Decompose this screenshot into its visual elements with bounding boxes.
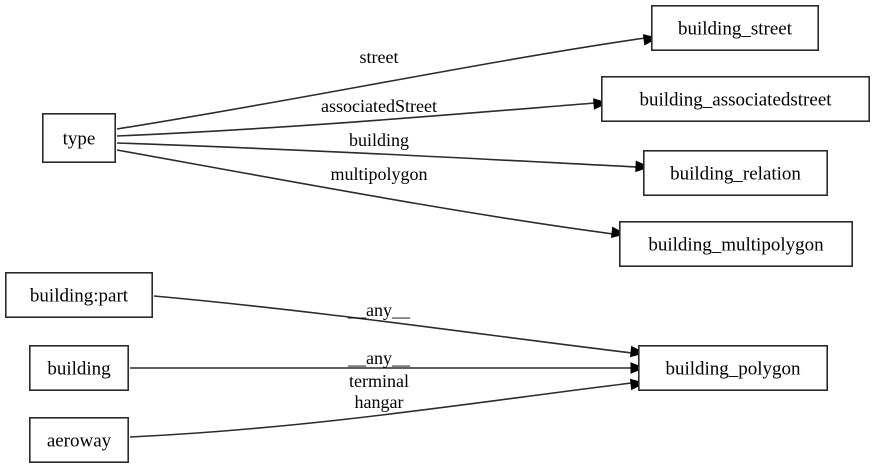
node-box[interactable] [28, 416, 130, 463]
node-box[interactable] [642, 150, 828, 197]
graph-edge [116, 149, 627, 239]
edge-label: street [360, 47, 399, 67]
graph-node-building_polygon[interactable]: building_polygon [637, 344, 828, 391]
graph-node-aeroway[interactable]: aeroway [28, 416, 130, 463]
node-box[interactable] [637, 344, 828, 391]
edge-line [129, 382, 633, 438]
graph-node-building[interactable]: building [28, 344, 130, 391]
edge-label: __any__ [347, 300, 411, 320]
graph-edge [130, 362, 646, 374]
edge-line [116, 37, 646, 130]
node-label: building_street [678, 19, 793, 40]
graph-edge [153, 295, 646, 358]
graph-node-building_part[interactable]: building:part [5, 271, 153, 318]
edge-label: building [349, 130, 409, 150]
node-box[interactable] [600, 76, 870, 123]
edge-label: terminal [349, 371, 409, 391]
graph-node-building_street[interactable]: building_street [650, 5, 819, 52]
edge-arrowhead [629, 345, 646, 358]
node-box[interactable] [28, 344, 130, 391]
graph-node-type[interactable]: type [41, 113, 117, 164]
node-label: building_relation [670, 164, 801, 185]
edge-arrowhead [635, 160, 651, 173]
graph-edge [116, 142, 651, 173]
node-box[interactable] [618, 221, 853, 268]
node-label: building_polygon [665, 359, 801, 380]
graph-node-building_associatedstreet[interactable]: building_associatedstreet [600, 76, 870, 123]
edge-line [116, 149, 614, 235]
edge-line [153, 295, 633, 354]
edges-layer [116, 34, 659, 438]
edge-line [116, 142, 638, 168]
edge-arrowhead [593, 98, 609, 110]
edge-line [116, 102, 596, 137]
graph-node-building_multipolygon[interactable]: building_multipolygon [618, 221, 853, 268]
node-label: building [47, 359, 111, 380]
edge-arrowhead [629, 378, 646, 391]
node-box[interactable] [650, 5, 819, 52]
nodes-layer: type building_street building_associatedst… [5, 5, 870, 463]
node-label: type [63, 129, 96, 150]
edge-label: __any__ [347, 348, 411, 368]
node-box[interactable] [41, 113, 117, 164]
graph-edge [129, 378, 646, 438]
node-label: building_multipolygon [648, 235, 824, 256]
node-label: building_associatedstreet [639, 90, 832, 111]
node-box[interactable] [5, 271, 153, 318]
edge-labels-layer: street associatedStreet building multipolyg… [321, 47, 437, 412]
edge-arrowhead [610, 226, 627, 239]
edge-label: hangar [355, 392, 404, 412]
node-label: aeroway [47, 431, 112, 452]
edge-label: associatedStreet [321, 96, 437, 116]
node-label: building:part [30, 286, 129, 307]
graph-node-building_relation[interactable]: building_relation [642, 150, 828, 197]
graph-edge [116, 98, 609, 137]
edge-label: multipolygon [330, 164, 427, 184]
edge-arrowhead [630, 362, 646, 374]
